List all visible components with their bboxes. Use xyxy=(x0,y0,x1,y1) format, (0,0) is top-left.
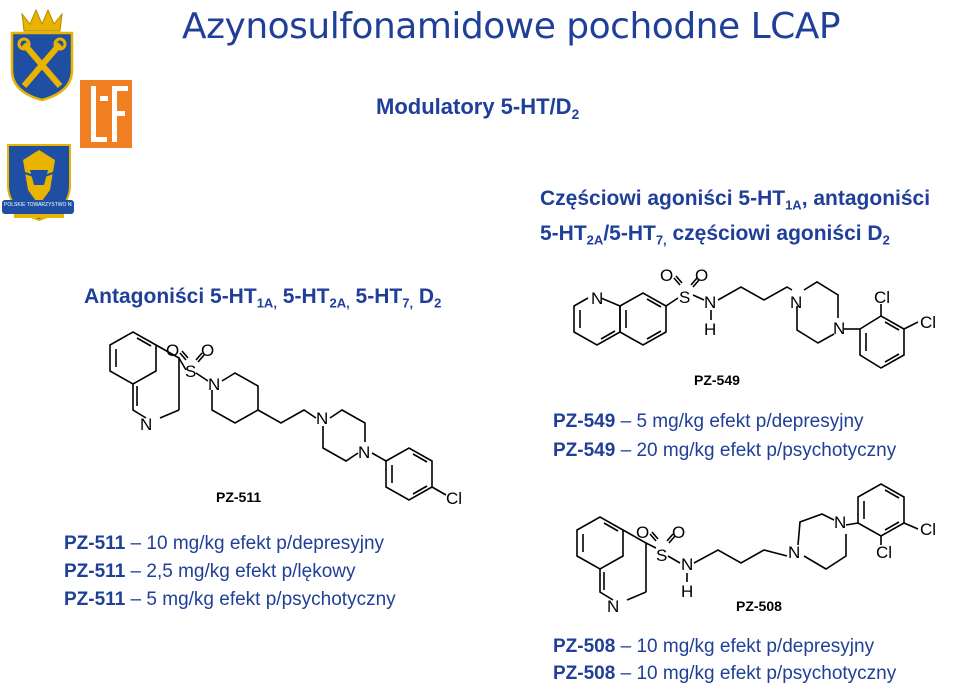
atom-n: N xyxy=(208,375,220,394)
lf-logo xyxy=(80,80,132,148)
society-crest-logo xyxy=(2,144,74,222)
compound-label-pz549: PZ-549 xyxy=(694,372,740,388)
structure-pz549: N S O O N H N N Cl Cl PZ-549 xyxy=(573,266,936,388)
atom-n: N xyxy=(681,555,693,574)
society-logo-text: POLSKIE TOWARZYSTWO NEUROPSYCHOFARMAKOLO… xyxy=(4,202,72,208)
atom-s: S xyxy=(679,288,690,307)
pz511-effect-2: PZ-511 – 2,5 mg/kg efekt p/lękowy xyxy=(64,561,356,582)
atom-h: H xyxy=(704,320,716,339)
compound-label-pz508: PZ-508 xyxy=(736,598,782,614)
pz511-effect-3: PZ-511 – 5 mg/kg efekt p/psychotyczny xyxy=(64,589,396,610)
pz508-effect-2: PZ-508 – 10 mg/kg efekt p/psychotyczny xyxy=(553,663,897,684)
university-crest-logo xyxy=(10,8,74,102)
atom-cl: Cl xyxy=(446,489,462,508)
atom-n: N xyxy=(788,543,800,562)
atom-o: O xyxy=(166,341,179,360)
left-category-header: Antagoniści 5-HT1A, 5-HT2A, 5-HT7, D2 xyxy=(84,285,442,311)
atom-n: N xyxy=(704,293,716,312)
atom-s: S xyxy=(656,546,667,565)
right-category-header-line1: Częściowi agoniści 5-HT1A, antagoniści xyxy=(540,187,931,213)
atom-n: N xyxy=(316,409,328,428)
atom-o: O xyxy=(636,523,649,542)
pz511-effect-1: PZ-511 – 10 mg/kg efekt p/depresyjny xyxy=(64,533,385,554)
slide-title: Azynosulfonamidowe pochodne LCAP xyxy=(182,6,841,47)
atom-n: N xyxy=(834,513,846,532)
atom-cl: Cl xyxy=(874,288,890,307)
atom-n: N xyxy=(140,415,152,434)
structure-pz511: N S O O N N N Cl PZ-511 xyxy=(109,331,462,508)
atom-o: O xyxy=(201,341,214,360)
atom-s: S xyxy=(185,362,196,381)
pz549-effect-1: PZ-549 – 5 mg/kg efekt p/depresyjny xyxy=(553,411,864,432)
atom-o: O xyxy=(660,266,673,285)
atom-n: N xyxy=(790,293,802,312)
structure-pz508: N S O O N H N N Cl Cl PZ-508 xyxy=(576,483,936,616)
atom-n: N xyxy=(591,289,603,308)
atom-o: O xyxy=(695,266,708,285)
atom-n: N xyxy=(358,443,370,462)
pz508-effect-1: PZ-508 – 10 mg/kg efekt p/depresyjny xyxy=(553,636,875,657)
atom-h: H xyxy=(681,582,693,601)
compound-label-pz511: PZ-511 xyxy=(216,489,261,505)
atom-cl: Cl xyxy=(876,543,892,562)
pz549-effect-2: PZ-549 – 20 mg/kg efekt p/psychotyczny xyxy=(553,440,897,461)
atom-o: O xyxy=(672,523,685,542)
slide-subtitle: Modulatory 5-HT/D2 xyxy=(376,94,580,122)
atom-cl: Cl xyxy=(920,313,936,332)
right-category-header-line2: 5-HT2A/5-HT7, częściowi agoniści D2 xyxy=(540,222,890,248)
atom-n: N xyxy=(607,597,619,616)
atom-n: N xyxy=(833,319,845,338)
atom-cl: Cl xyxy=(920,520,936,539)
